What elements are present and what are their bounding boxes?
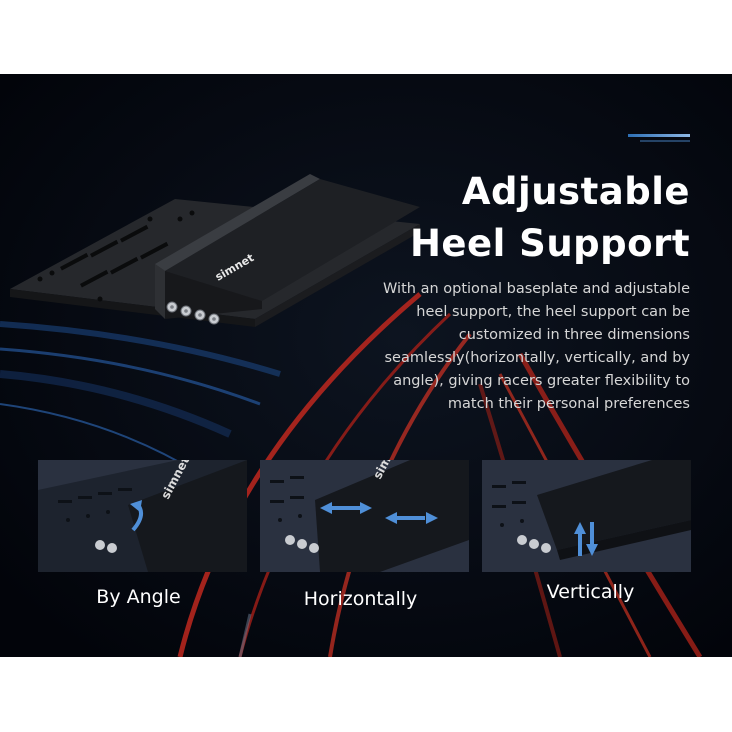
horizontal-arrows-icon <box>320 502 438 524</box>
description-text: With an optional baseplate and adjustabl… <box>383 281 690 412</box>
thumbnail-horizontally: simnet <box>260 460 469 572</box>
thumbnail-by-angle: simnet <box>38 460 247 572</box>
baseplate-product-image: simnet <box>10 174 420 327</box>
caption-horizontally: Horizontally <box>303 588 418 610</box>
headline: Adjustable Heel Support <box>410 166 690 270</box>
horizontal-detail-image: simnet <box>260 460 469 572</box>
caption-vertically: Vertically <box>546 581 635 603</box>
accent-line <box>628 134 690 137</box>
caption-by-angle: By Angle <box>96 586 181 608</box>
hero-banner: simnet Adjustable Heel Support With an o… <box>0 74 732 657</box>
vertical-detail-image <box>482 460 691 572</box>
accent-line-secondary <box>640 140 690 142</box>
angle-detail-image: simnet <box>38 460 247 572</box>
headline-line-2: Heel Support <box>409 222 690 265</box>
thumbnail-vertically <box>482 460 691 572</box>
vertical-arrows-icon <box>574 522 598 556</box>
headline-line-1: Adjustable <box>461 170 690 213</box>
